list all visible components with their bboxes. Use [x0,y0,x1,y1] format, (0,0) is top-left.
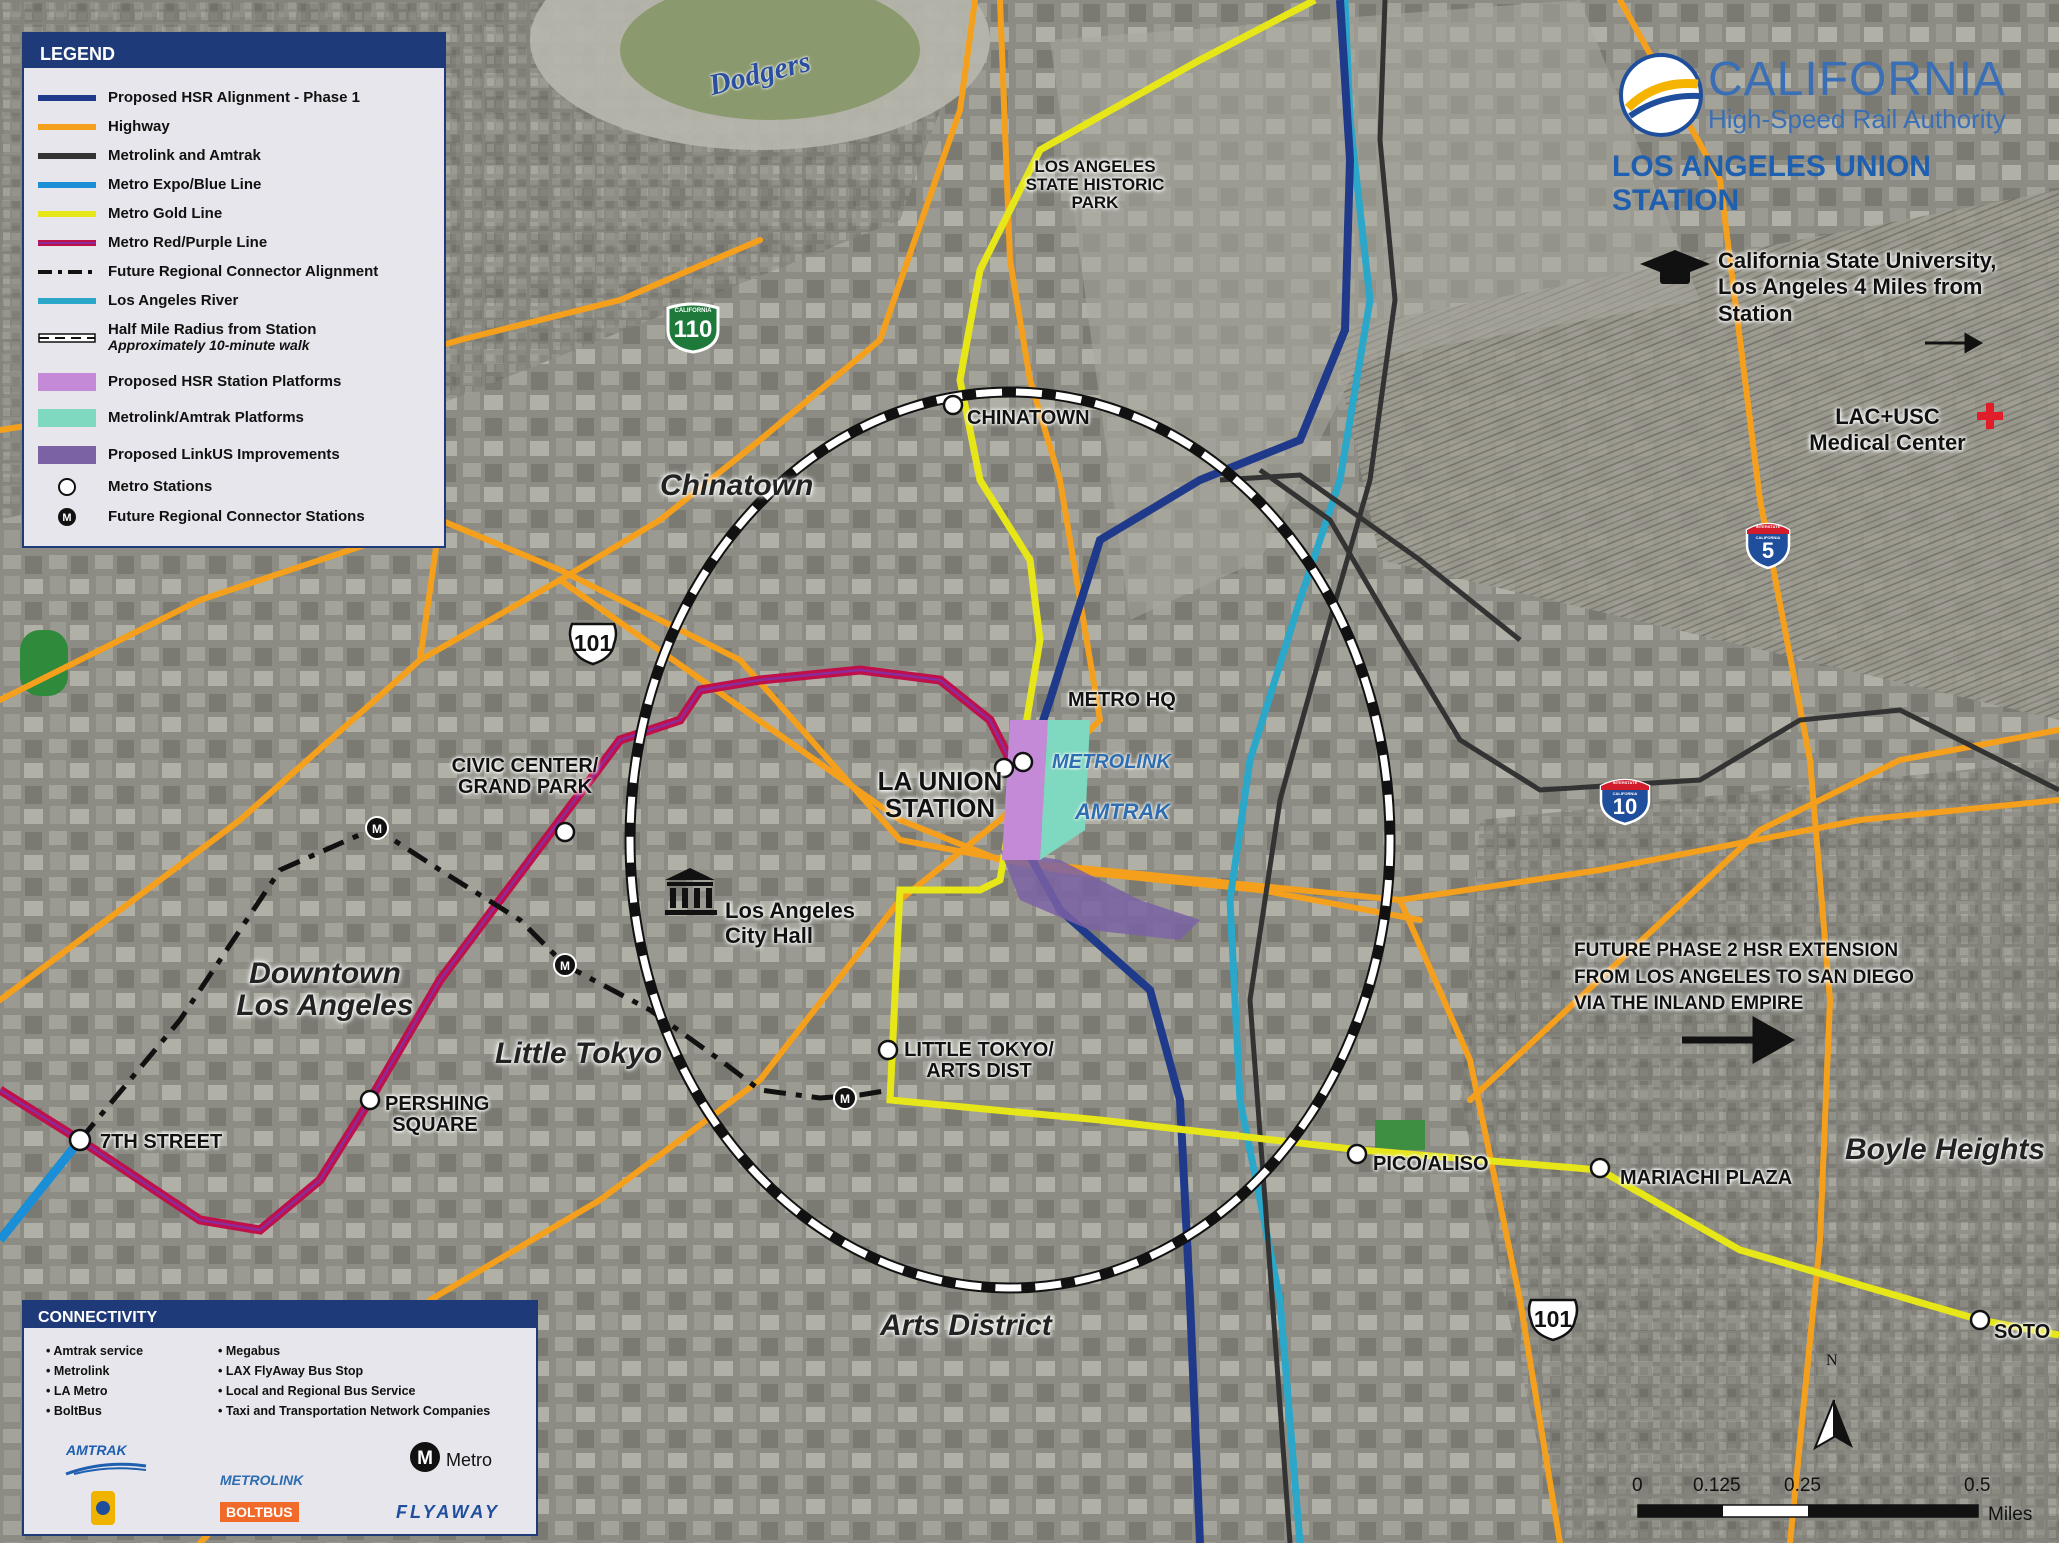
metro-logo: Metro [446,1450,493,1470]
legend-item-expo-blue: Metro Expo/Blue Line [38,176,262,194]
hsr-platforms [1002,720,1048,860]
park-field [1375,1120,1425,1150]
legend-connector-symbol: M [62,512,71,524]
connectivity-panel: CONNECTIVITY • Amtrak service • Metrolin… [22,1300,538,1536]
us-101-shield-b-icon: 101 [1525,1298,1581,1342]
svg-text:M: M [840,1092,850,1106]
station-chinatown[interactable]: CHINATOWN [967,407,1090,429]
svg-text:M: M [417,1448,433,1469]
station-pico-aliso[interactable]: PICO/ALISO [1373,1153,1489,1175]
scale-bar [1637,1504,1979,1518]
metro-m-icon: M [410,1442,440,1472]
north-arrow-icon [1813,1399,1853,1451]
metro-expo-blue-line [0,1137,84,1243]
boyle-heights-dense [1460,760,2059,1543]
legend-panel: LEGEND Proposed HSR Alignment - Phase 1 … [22,32,446,548]
arrow-east-phase2-icon [1682,1016,1796,1064]
csula-label: California State University, Los Angeles… [1718,248,1997,326]
station-amtrak-logo: AMTRAK [1075,799,1171,824]
station-mariachi-plaza[interactable]: MARIACHI PLAZA [1620,1167,1793,1189]
scale-tick-05: 0.5 [1964,1475,1991,1496]
legend-item-connector-stations: M Future Regional Connector Stations [38,505,365,529]
historic-park-label: LOS ANGELES STATE HISTORIC PARK [1025,157,1165,212]
amtrak-logo: AMTRAK [66,1442,127,1458]
legend-item-metrolink: Metrolink and Amtrak [38,147,261,165]
legend-item-regional-connector: Future Regional Connector Alignment [38,263,379,281]
interstate-5-shield-icon: INTERSTATE CALIFORNIA 5 [1744,518,1792,570]
neighborhood-arts-district: Arts District [880,1309,1052,1342]
us-101-shield-a-icon: 101 [566,622,620,666]
legend-item-hsr: Proposed HSR Alignment - Phase 1 [38,89,360,107]
metrolink-amtrak-platforms [1040,720,1090,860]
amtrak-swoosh-icon [65,1462,147,1476]
north-label: N [1826,1352,1838,1369]
graduation-cap-icon [1640,250,1710,284]
lac-usc-label: LAC+USC Medical Center [1809,404,1966,456]
medical-cross-icon [1977,403,2003,429]
station-7th-street[interactable]: 7TH STREET [100,1131,223,1153]
ca-110-shield-icon: CALIFORNIA 110 [664,300,722,354]
legend-item-metro-stations: Metro Stations [38,475,212,499]
svg-text:M: M [560,959,570,973]
metrolink-logo: METROLINK [220,1472,304,1488]
legend-item-red-purple: Metro Red/Purple Line [38,234,268,252]
metro-station-markers [68,394,1991,1331]
station-la-union[interactable]: LA UNION STATION [877,766,1003,824]
neighborhood-chinatown: Chinatown [660,469,814,502]
boltbus-logo: BOLTBUS [220,1502,299,1522]
scale-tick-0125: 0.125 [1693,1475,1741,1496]
hsr-authority-logo-icon [1619,53,1703,137]
brand-line2: High-Speed Rail Authority [1708,104,2006,134]
station-little-tokyo[interactable]: LITTLE TOKYO/ ARTS DIST [904,1039,1054,1082]
connectivity-list-1: • Amtrak service • Metrolink • LA Metro … [46,1344,144,1418]
scale-tick-0: 0 [1632,1475,1643,1496]
interstate-10-shield-icon: INTERSTATE CALIFORNIA 10 [1598,774,1652,826]
scale-tick-025: 0.25 [1784,1475,1821,1496]
city-hall-icon [665,868,717,915]
regional-connector-station-markers: M M M [365,816,857,1110]
connectivity-list-2: • Megabus • LAX FlyAway Bus Stop • Local… [218,1344,491,1418]
station-soto[interactable]: SOTO [1994,1321,2051,1343]
flyaway-logo: FLYAWAY [396,1502,500,1522]
legend-item-gold: Metro Gold Line [38,205,223,223]
scale-unit: Miles [1988,1504,2033,1525]
legend-item-metrolink-platforms: Metrolink/Amtrak Platforms [38,406,304,430]
neighborhood-boyle-heights: Boyle Heights [1845,1133,2046,1166]
phase2-extension-label: FUTURE PHASE 2 HSR EXTENSION FROM LOS AN… [1574,940,1914,1015]
svg-text:M: M [372,822,382,836]
legend-item-hsr-platforms: Proposed HSR Station Platforms [38,370,341,394]
station-pershing-square[interactable]: PERSHING SQUARE [385,1093,490,1136]
arrow-east-csula-icon [1925,332,1984,354]
city-hall-label: Los Angeles City Hall [725,898,855,949]
megabus-icon [91,1491,115,1525]
connectivity-title: CONNECTIVITY [24,1302,536,1328]
map-title: LOS ANGELES UNION STATION [1612,150,1931,217]
legend-title: LEGEND [24,34,444,68]
neighborhood-downtown: Downtown Los Angeles [236,957,414,1022]
station-metrolink-logo: METROLINK [1052,751,1171,773]
legend-item-linkus: Proposed LinkUS Improvements [38,443,340,467]
hsr-alignment-phase1 [1005,0,1355,1543]
neighborhood-little-tokyo: Little Tokyo [495,1037,663,1070]
legend-item-la-river: Los Angeles River [38,292,239,310]
metrolink-amtrak-lines [1219,0,2059,1543]
station-civic-center[interactable]: CIVIC CENTER/ GRAND PARK [451,755,599,798]
brand-header: CALIFORNIA High-Speed Rail Authority LOS… [1612,46,2052,217]
sports-field [20,630,68,696]
linkus-improvements [1000,850,1200,940]
los-angeles-river [1226,0,1374,1543]
metro-hq-label: METRO HQ [1068,689,1176,711]
brand-line1: CALIFORNIA [1708,53,2007,106]
legend-item-highway: Highway [38,118,170,136]
